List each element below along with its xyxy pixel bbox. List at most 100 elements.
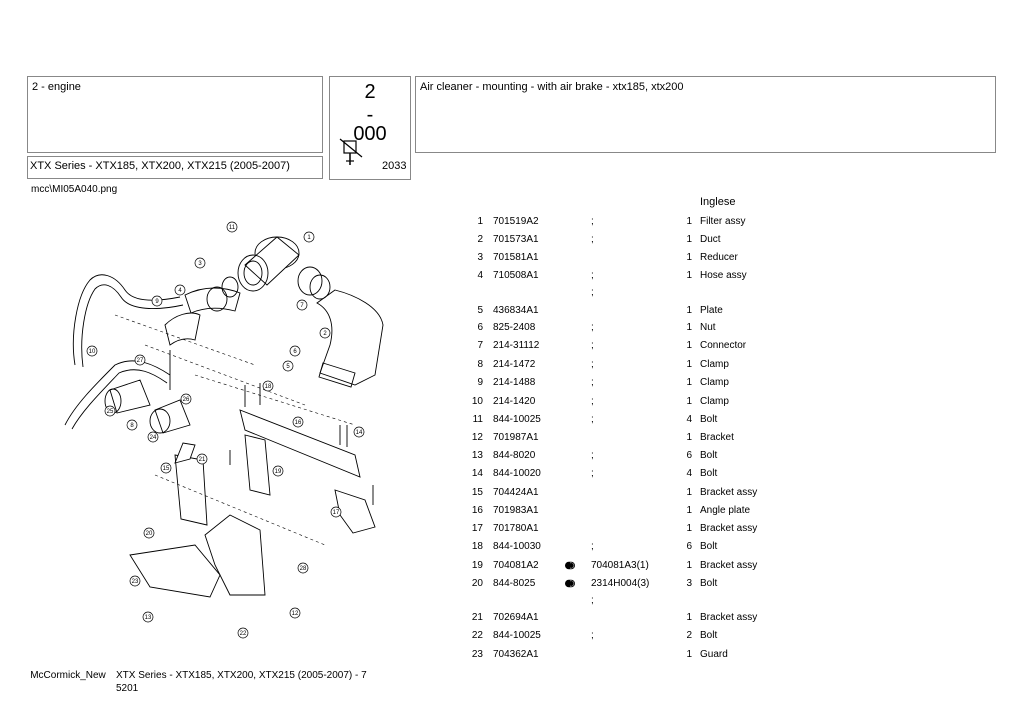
part-quantity: 1 xyxy=(686,487,692,498)
part-code: 214-31112 xyxy=(493,340,540,351)
svg-text:13: 13 xyxy=(145,615,152,621)
callout-9: 9 xyxy=(151,295,163,307)
callout-8: 8 xyxy=(126,419,138,431)
part-alternative: ; xyxy=(591,234,594,245)
part-code: 214-1472 xyxy=(493,359,536,370)
callout-18: 18 xyxy=(262,380,274,392)
title-box: Air cleaner - mounting - with air brake … xyxy=(415,76,996,153)
part-code: 844-8025 xyxy=(493,578,536,589)
half-filled-circle-icon xyxy=(565,579,575,588)
part-position: 22 xyxy=(471,630,483,641)
group-cut-number: 000 xyxy=(353,123,387,145)
part-quantity: 1 xyxy=(686,359,692,370)
part-code: 704362A1 xyxy=(493,649,539,660)
part-quantity: 3 xyxy=(686,578,692,589)
svg-text:10: 10 xyxy=(89,349,96,355)
callout-26: 26 xyxy=(180,393,192,405)
part-position: 4 xyxy=(477,270,483,281)
part-alternative: ; xyxy=(591,396,594,407)
part-description: Bracket assy xyxy=(700,612,758,623)
half-filled-circle-icon xyxy=(565,561,575,570)
part-alternative: 2314H004(3) xyxy=(591,578,650,589)
part-alternative: ; xyxy=(591,270,594,281)
part-quantity: 1 xyxy=(686,216,692,227)
duct-drawing xyxy=(316,289,384,386)
part-description: Angle plate xyxy=(700,505,751,516)
part-code: 214-1488 xyxy=(493,377,536,388)
part-alternative: ; xyxy=(591,377,594,388)
part-description: Reducer xyxy=(700,252,738,263)
part-code: 704081A2 xyxy=(493,560,539,571)
svg-text:14: 14 xyxy=(356,430,363,436)
part-quantity: 1 xyxy=(686,305,692,316)
part-quantity: 1 xyxy=(686,377,692,388)
svg-text:28: 28 xyxy=(300,566,307,572)
svg-text:5: 5 xyxy=(286,364,290,370)
part-quantity: 1 xyxy=(686,340,692,351)
svg-text:22: 22 xyxy=(240,631,247,637)
part-quantity: 1 xyxy=(686,523,692,534)
part-code: 702694A1 xyxy=(493,612,539,623)
part-alternative: ; xyxy=(591,468,594,479)
part-description: Clamp xyxy=(700,377,729,388)
part-quantity: 1 xyxy=(686,234,692,245)
callout-23: 23 xyxy=(129,575,141,587)
callout-11: 11 xyxy=(226,221,238,233)
part-code: 844-10030 xyxy=(493,541,541,552)
footer-series-page: XTX Series - XTX185, XTX200, XTX215 (200… xyxy=(116,670,367,694)
svg-text:8: 8 xyxy=(130,423,134,429)
part-alternative: ; xyxy=(591,450,594,461)
part-position: 3 xyxy=(477,252,483,263)
part-code: 701573A1 xyxy=(493,234,539,245)
bolt-drawings xyxy=(229,383,374,505)
callout-27: 27 xyxy=(134,354,146,366)
part-quantity: 6 xyxy=(686,541,692,552)
callout-7: 7 xyxy=(296,299,308,311)
callout-12: 12 xyxy=(289,607,301,619)
callout-16: 16 xyxy=(292,416,304,428)
callout-6: 6 xyxy=(289,345,301,357)
svg-text:12: 12 xyxy=(292,611,299,617)
part-description: Bolt xyxy=(700,468,718,479)
part-description: Bolt xyxy=(700,414,718,425)
callout-22: 22 xyxy=(237,627,249,639)
callout-10: 10 xyxy=(86,345,98,357)
part-code: 701987A1 xyxy=(493,432,539,443)
part-quantity: 4 xyxy=(686,468,692,479)
part-position: 16 xyxy=(471,505,483,516)
part-quantity: 1 xyxy=(686,649,692,660)
part-code: 701983A1 xyxy=(493,505,539,516)
air-filter-icon xyxy=(339,138,363,165)
part-quantity: 2 xyxy=(686,630,692,641)
svg-text:6: 6 xyxy=(293,349,297,355)
guard-drawing xyxy=(129,544,221,598)
callout-20: 20 xyxy=(143,527,155,539)
part-position: 23 xyxy=(471,649,483,660)
part-position: 13 xyxy=(471,450,483,461)
bracket-drawing xyxy=(244,434,271,496)
part-alternative: ; xyxy=(591,541,594,552)
svg-text:17: 17 xyxy=(333,510,340,516)
part-quantity: 1 xyxy=(686,396,692,407)
series-title: XTX Series - XTX185, XTX200, XTX215 (200… xyxy=(30,160,290,172)
part-position: 1 xyxy=(477,216,483,227)
part-position: 14 xyxy=(471,468,483,479)
part-alternative: ; xyxy=(591,340,594,351)
section-title: 2 - engine xyxy=(32,81,81,93)
callout-2: 2 xyxy=(319,327,331,339)
part-description: Plate xyxy=(700,305,723,316)
part-description: Bracket assy xyxy=(700,487,758,498)
svg-text:21: 21 xyxy=(199,457,206,463)
part-position: 11 xyxy=(472,414,483,425)
part-quantity: 1 xyxy=(686,505,692,516)
part-position: 19 xyxy=(471,560,483,571)
svg-text:25: 25 xyxy=(107,409,114,415)
part-code: 436834A1 xyxy=(493,305,539,316)
part-description: Bolt xyxy=(700,578,718,589)
filter-assy-drawing xyxy=(237,236,300,292)
part-quantity: 1 xyxy=(686,252,692,263)
svg-text:7: 7 xyxy=(300,303,304,309)
part-position: 6 xyxy=(477,322,483,333)
callout-17: 17 xyxy=(330,506,342,518)
part-code: 701581A1 xyxy=(493,252,539,263)
